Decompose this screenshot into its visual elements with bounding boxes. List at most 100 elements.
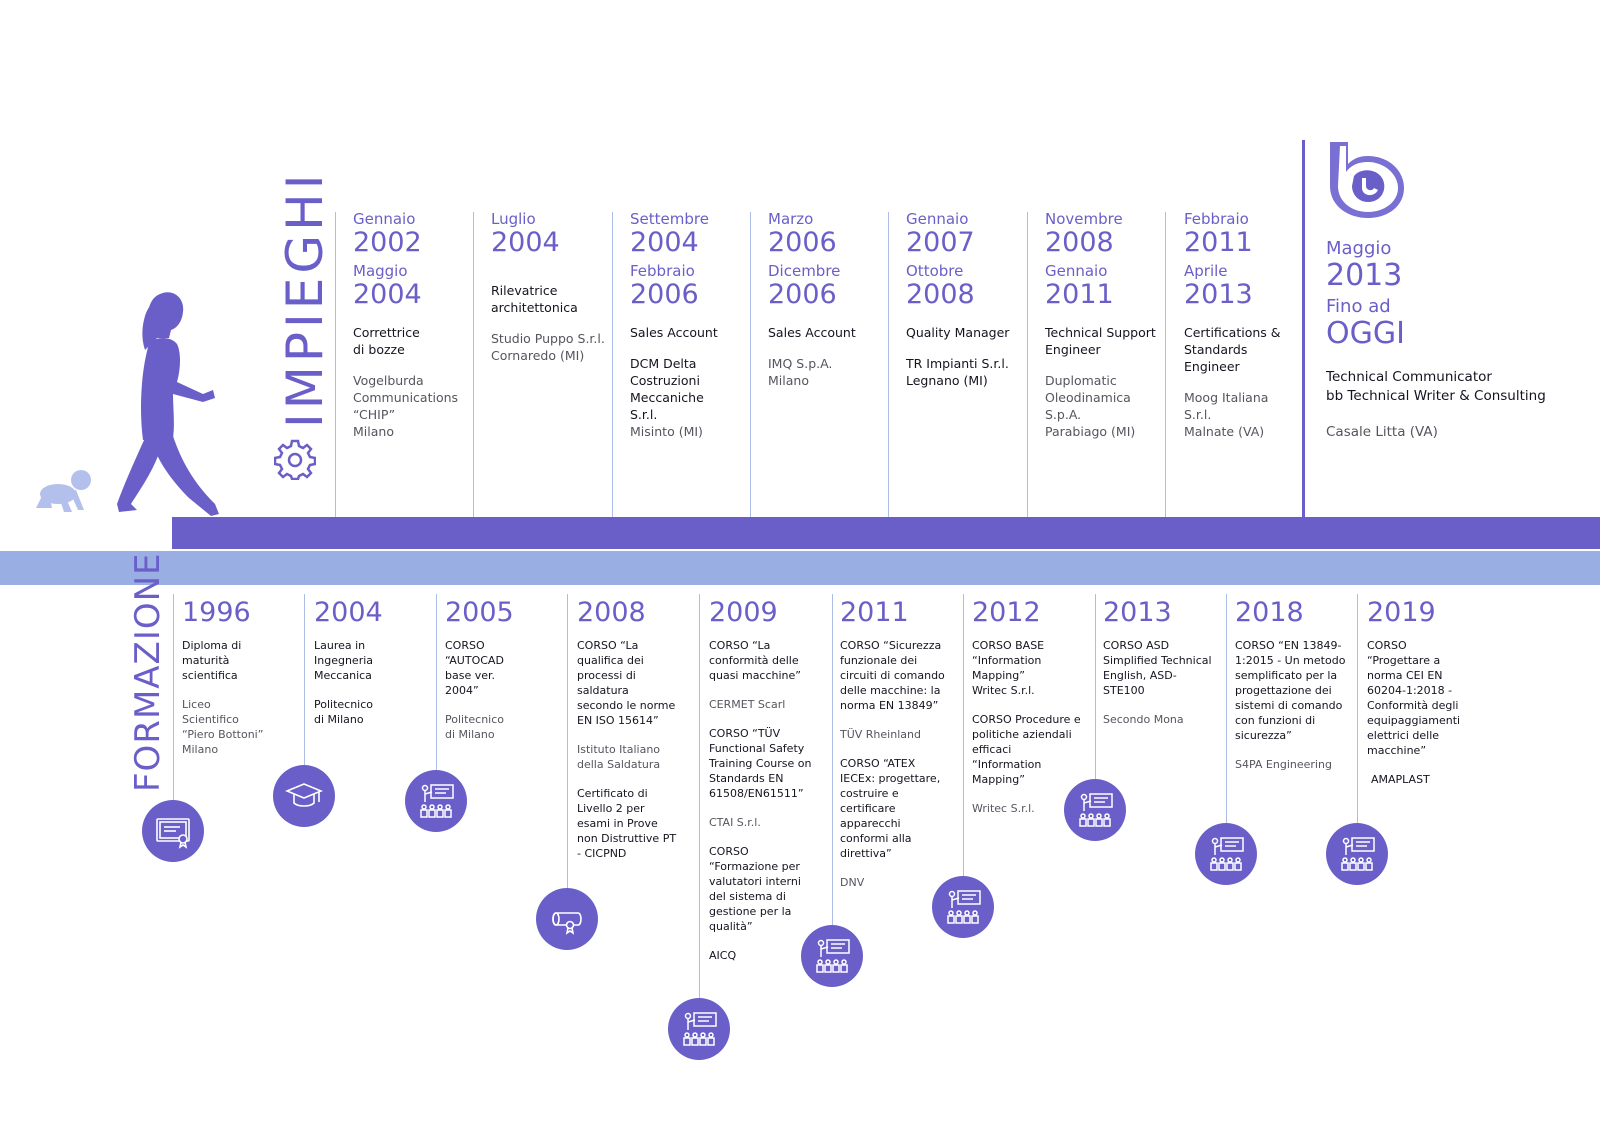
- edu-institution: Liceo Scientifico “Piero Bottoni” Milano: [182, 697, 264, 757]
- job-from-month: Settembre: [630, 210, 758, 228]
- woman-walking-icon: [115, 290, 230, 526]
- formazione-title: FORMAZIONE: [128, 552, 168, 792]
- edu-year: 1996: [182, 598, 306, 628]
- job-company: TR Impianti S.r.l.: [906, 355, 1034, 372]
- diploma-scroll-icon: [536, 888, 598, 950]
- job-place: Misinto (MI): [630, 423, 758, 440]
- bb-logo-icon: [1326, 138, 1408, 220]
- edu-institution: AMAPLAST: [1367, 772, 1491, 787]
- job-company: DCM Delta Costruzioni Meccaniche S.r.l.: [630, 355, 734, 423]
- job-role: Certifications & Standards Engineer: [1184, 324, 1288, 375]
- edu-year: 2019: [1367, 598, 1491, 628]
- edu-institution: Politecnico di Milano: [314, 697, 378, 727]
- edu-title: CORSO BASE “Information Mapping” Writec …: [972, 638, 1056, 698]
- current-place: Casale Litta (VA): [1326, 423, 1556, 442]
- classroom-training-icon: [801, 925, 863, 987]
- edu-title: CORSO “EN 13849-1:2015 - Un metodo sempl…: [1235, 638, 1353, 743]
- job-from-year: 2008: [1045, 228, 1173, 258]
- edu-entry: 2019 CORSO “Progettare a norma CEI EN 60…: [1367, 598, 1491, 801]
- job-to-year: 2006: [630, 280, 758, 310]
- edu-institution: Politecnico di Milano: [445, 712, 509, 742]
- job-to-month: Dicembre: [768, 262, 896, 280]
- current-from-month: Maggio: [1326, 238, 1556, 260]
- job-entry: Marzo 2006 Dicembre 2006 Sales Account I…: [768, 210, 896, 389]
- edu-title: CORSO “Formazione per valutatori interni…: [709, 844, 821, 934]
- edu-title: CORSO “Progettare a norma CEI EN 60204-1…: [1367, 638, 1471, 758]
- edu-institution: Istituto Italiano della Saldatura: [577, 742, 663, 772]
- edu-institution: CERMET Scarl: [709, 697, 833, 712]
- job-company: IMQ S.p.A.: [768, 355, 896, 372]
- diploma-certificate-icon: [142, 800, 204, 862]
- current-to-value: OGGI: [1326, 318, 1556, 350]
- job-from-year: 2011: [1184, 228, 1312, 258]
- edu-title: Certificato di Livello 2 per esami in Pr…: [577, 786, 681, 861]
- job-from-month: Gennaio: [906, 210, 1034, 228]
- job-from-year: 2006: [768, 228, 896, 258]
- edu-institution: S4PA Engineering: [1235, 757, 1359, 772]
- edu-title: Diploma di maturità scientifica: [182, 638, 252, 683]
- edu-title: CORSO “La qualifica dei processi di sald…: [577, 638, 677, 728]
- job-role: Sales Account: [768, 324, 896, 341]
- impieghi-title: IMPIEGHI: [276, 171, 334, 428]
- edu-year: 2013: [1103, 598, 1227, 628]
- job-to-year: 2013: [1184, 280, 1312, 310]
- job-to-month: Ottobre: [906, 262, 1034, 280]
- job-from-month: Febbraio: [1184, 210, 1312, 228]
- job-to-month: Aprile: [1184, 262, 1312, 280]
- job-place: Milano: [353, 423, 481, 440]
- job-entry: Gennaio 2007 Ottobre 2008 Quality Manage…: [906, 210, 1034, 389]
- edu-institution: Secondo Mona: [1103, 712, 1227, 727]
- edu-institution: CTAI S.r.l.: [709, 815, 833, 830]
- job-entry: Febbraio 2011 Aprile 2013 Certifications…: [1184, 210, 1312, 440]
- edu-entry: 2018 CORSO “EN 13849-1:2015 - Un metodo …: [1235, 598, 1359, 786]
- classroom-training-icon: [668, 998, 730, 1060]
- job-to-year: 2004: [353, 280, 481, 310]
- edu-title: CORSO “TÜV Functional Safety Training Co…: [709, 726, 821, 801]
- edu-year: 2011: [840, 598, 964, 628]
- classroom-training-icon: [932, 876, 994, 938]
- job-place: Cornaredo (MI): [491, 347, 619, 364]
- edu-title: Laurea in Ingegneria Meccanica: [314, 638, 388, 683]
- gear-icon: [274, 438, 316, 480]
- current-from-year: 2013: [1326, 260, 1556, 292]
- graduation-cap-icon: [273, 765, 335, 827]
- edu-title: CORSO “La conformità delle quasi macchin…: [709, 638, 819, 683]
- job-from-year: 2002: [353, 228, 481, 258]
- edu-year: 2009: [709, 598, 833, 628]
- job-to-year: 2006: [768, 280, 896, 310]
- edu-entry: 2011 CORSO “Sicurezza funzionale dei cir…: [840, 598, 964, 904]
- job-role: Technical Support Engineer: [1045, 324, 1165, 358]
- crawling-baby-icon: [30, 468, 100, 524]
- job-company: Moog Italiana S.r.l.: [1184, 389, 1280, 423]
- job-to-month: Maggio: [353, 262, 481, 280]
- edu-year: 2018: [1235, 598, 1359, 628]
- current-to-label: Fino ad: [1326, 296, 1556, 318]
- current-role: Technical Communicator bb Technical Writ…: [1326, 368, 1556, 406]
- edu-title: CORSO “Sicurezza funzionale dei circuiti…: [840, 638, 954, 713]
- job-entry: Novembre 2008 Gennaio 2011 Technical Sup…: [1045, 210, 1173, 440]
- edu-connector: [173, 594, 174, 806]
- edu-entry: 2009 CORSO “La conformità delle quasi ma…: [709, 598, 833, 977]
- classroom-training-icon: [1326, 823, 1388, 885]
- job-place: Milano: [768, 372, 896, 389]
- job-entry: Luglio 2004 Rilevatrice architettonica S…: [491, 210, 619, 364]
- job-entry: Settembre 2004 Febbraio 2006 Sales Accou…: [630, 210, 758, 440]
- edu-entry: 2005 CORSO “AUTOCAD base ver. 2004” Poli…: [445, 598, 569, 756]
- edu-year: 2008: [577, 598, 701, 628]
- job-place: Malnate (VA): [1184, 423, 1312, 440]
- job-to-year: 2008: [906, 280, 1034, 310]
- edu-entry: 1996 Diploma di maturità scientifica Lic…: [182, 598, 306, 771]
- job-from-month: Marzo: [768, 210, 896, 228]
- edu-entry: 2013 CORSO ASD Simplified Technical Engl…: [1103, 598, 1227, 741]
- employment-bar: [172, 517, 1600, 549]
- job-role: Quality Manager: [906, 324, 1034, 341]
- job-from-month: Luglio: [491, 210, 619, 228]
- edu-year: 2005: [445, 598, 569, 628]
- job-divider: [335, 212, 336, 518]
- classroom-training-icon: [1064, 779, 1126, 841]
- job-to-month: Gennaio: [1045, 262, 1173, 280]
- edu-title: CORSO ASD Simplified Technical English, …: [1103, 638, 1215, 698]
- job-entry: Gennaio 2002 Maggio 2004 Correttrice di …: [353, 210, 481, 440]
- classroom-training-icon: [405, 770, 467, 832]
- education-bar: [0, 551, 1600, 585]
